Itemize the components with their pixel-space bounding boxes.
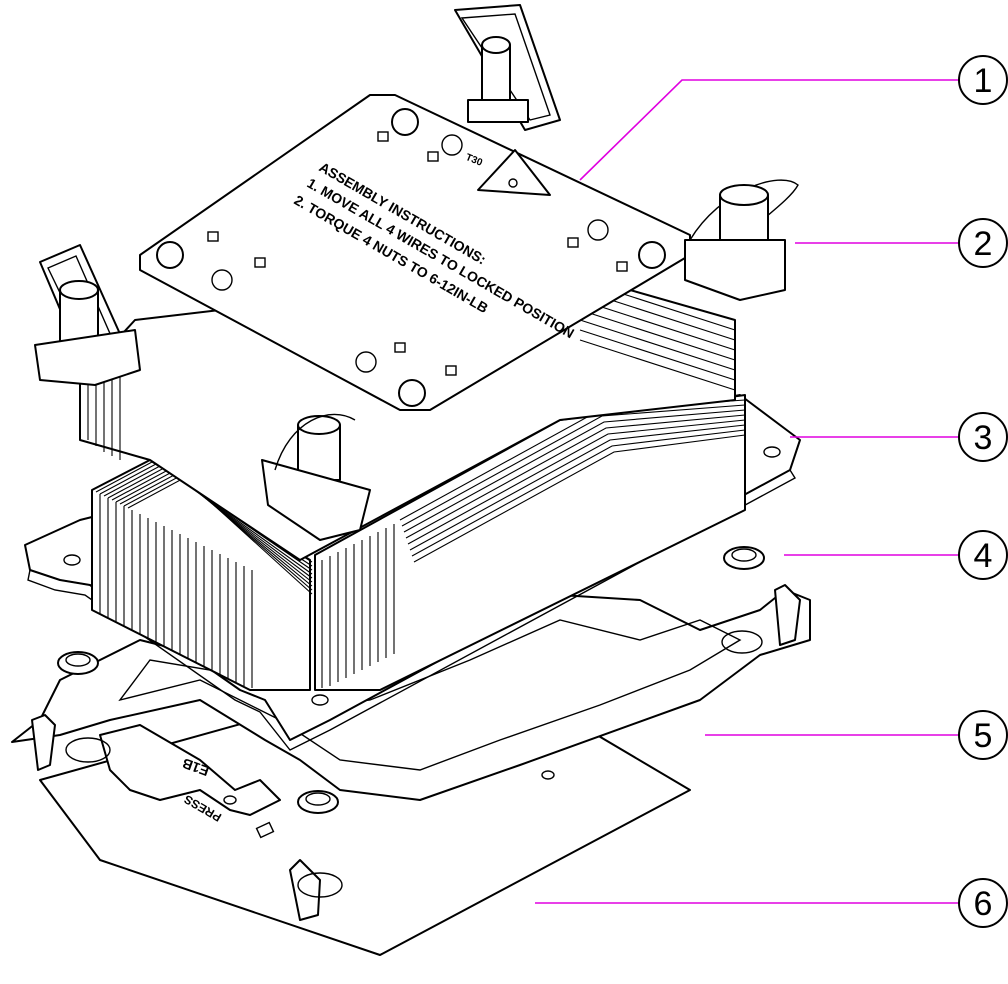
callout-leaders: [535, 79, 958, 904]
callout-1-number: 1: [974, 62, 993, 100]
callout-4: 4: [958, 530, 1008, 580]
callout-2: 2: [958, 218, 1008, 268]
callout-2-number: 2: [974, 225, 993, 263]
callout-3: 3: [958, 412, 1008, 462]
callout-6-number: 6: [974, 885, 993, 923]
callout-5: 5: [958, 710, 1008, 760]
screw-icon: [156, 108, 666, 407]
standoff-nuts: [57, 546, 765, 814]
heatsink-top-plate: T30 ASSEMBLY INSTRUCTIONS: 1. MOVE ALL 4…: [139, 94, 691, 411]
callout-balloons: 1 2 3 4 5 6: [958, 55, 1008, 928]
retention-wire-clips: [34, 4, 799, 541]
callout-6: 6: [958, 878, 1008, 928]
socket-bracket-frame: E1B PRESS: [11, 584, 811, 921]
callout-4-number: 4: [974, 537, 993, 575]
heatsink-fins-top: [79, 269, 736, 561]
callout-1-leader: [579, 79, 958, 181]
callout-1: 1: [958, 55, 1008, 105]
lock-unlock-icon: [207, 131, 628, 376]
callout-3-number: 3: [974, 419, 993, 457]
nut-symbol-icon: [211, 134, 609, 373]
callout-5-number: 5: [974, 717, 993, 755]
heatsink-fins-right: [314, 394, 746, 691]
